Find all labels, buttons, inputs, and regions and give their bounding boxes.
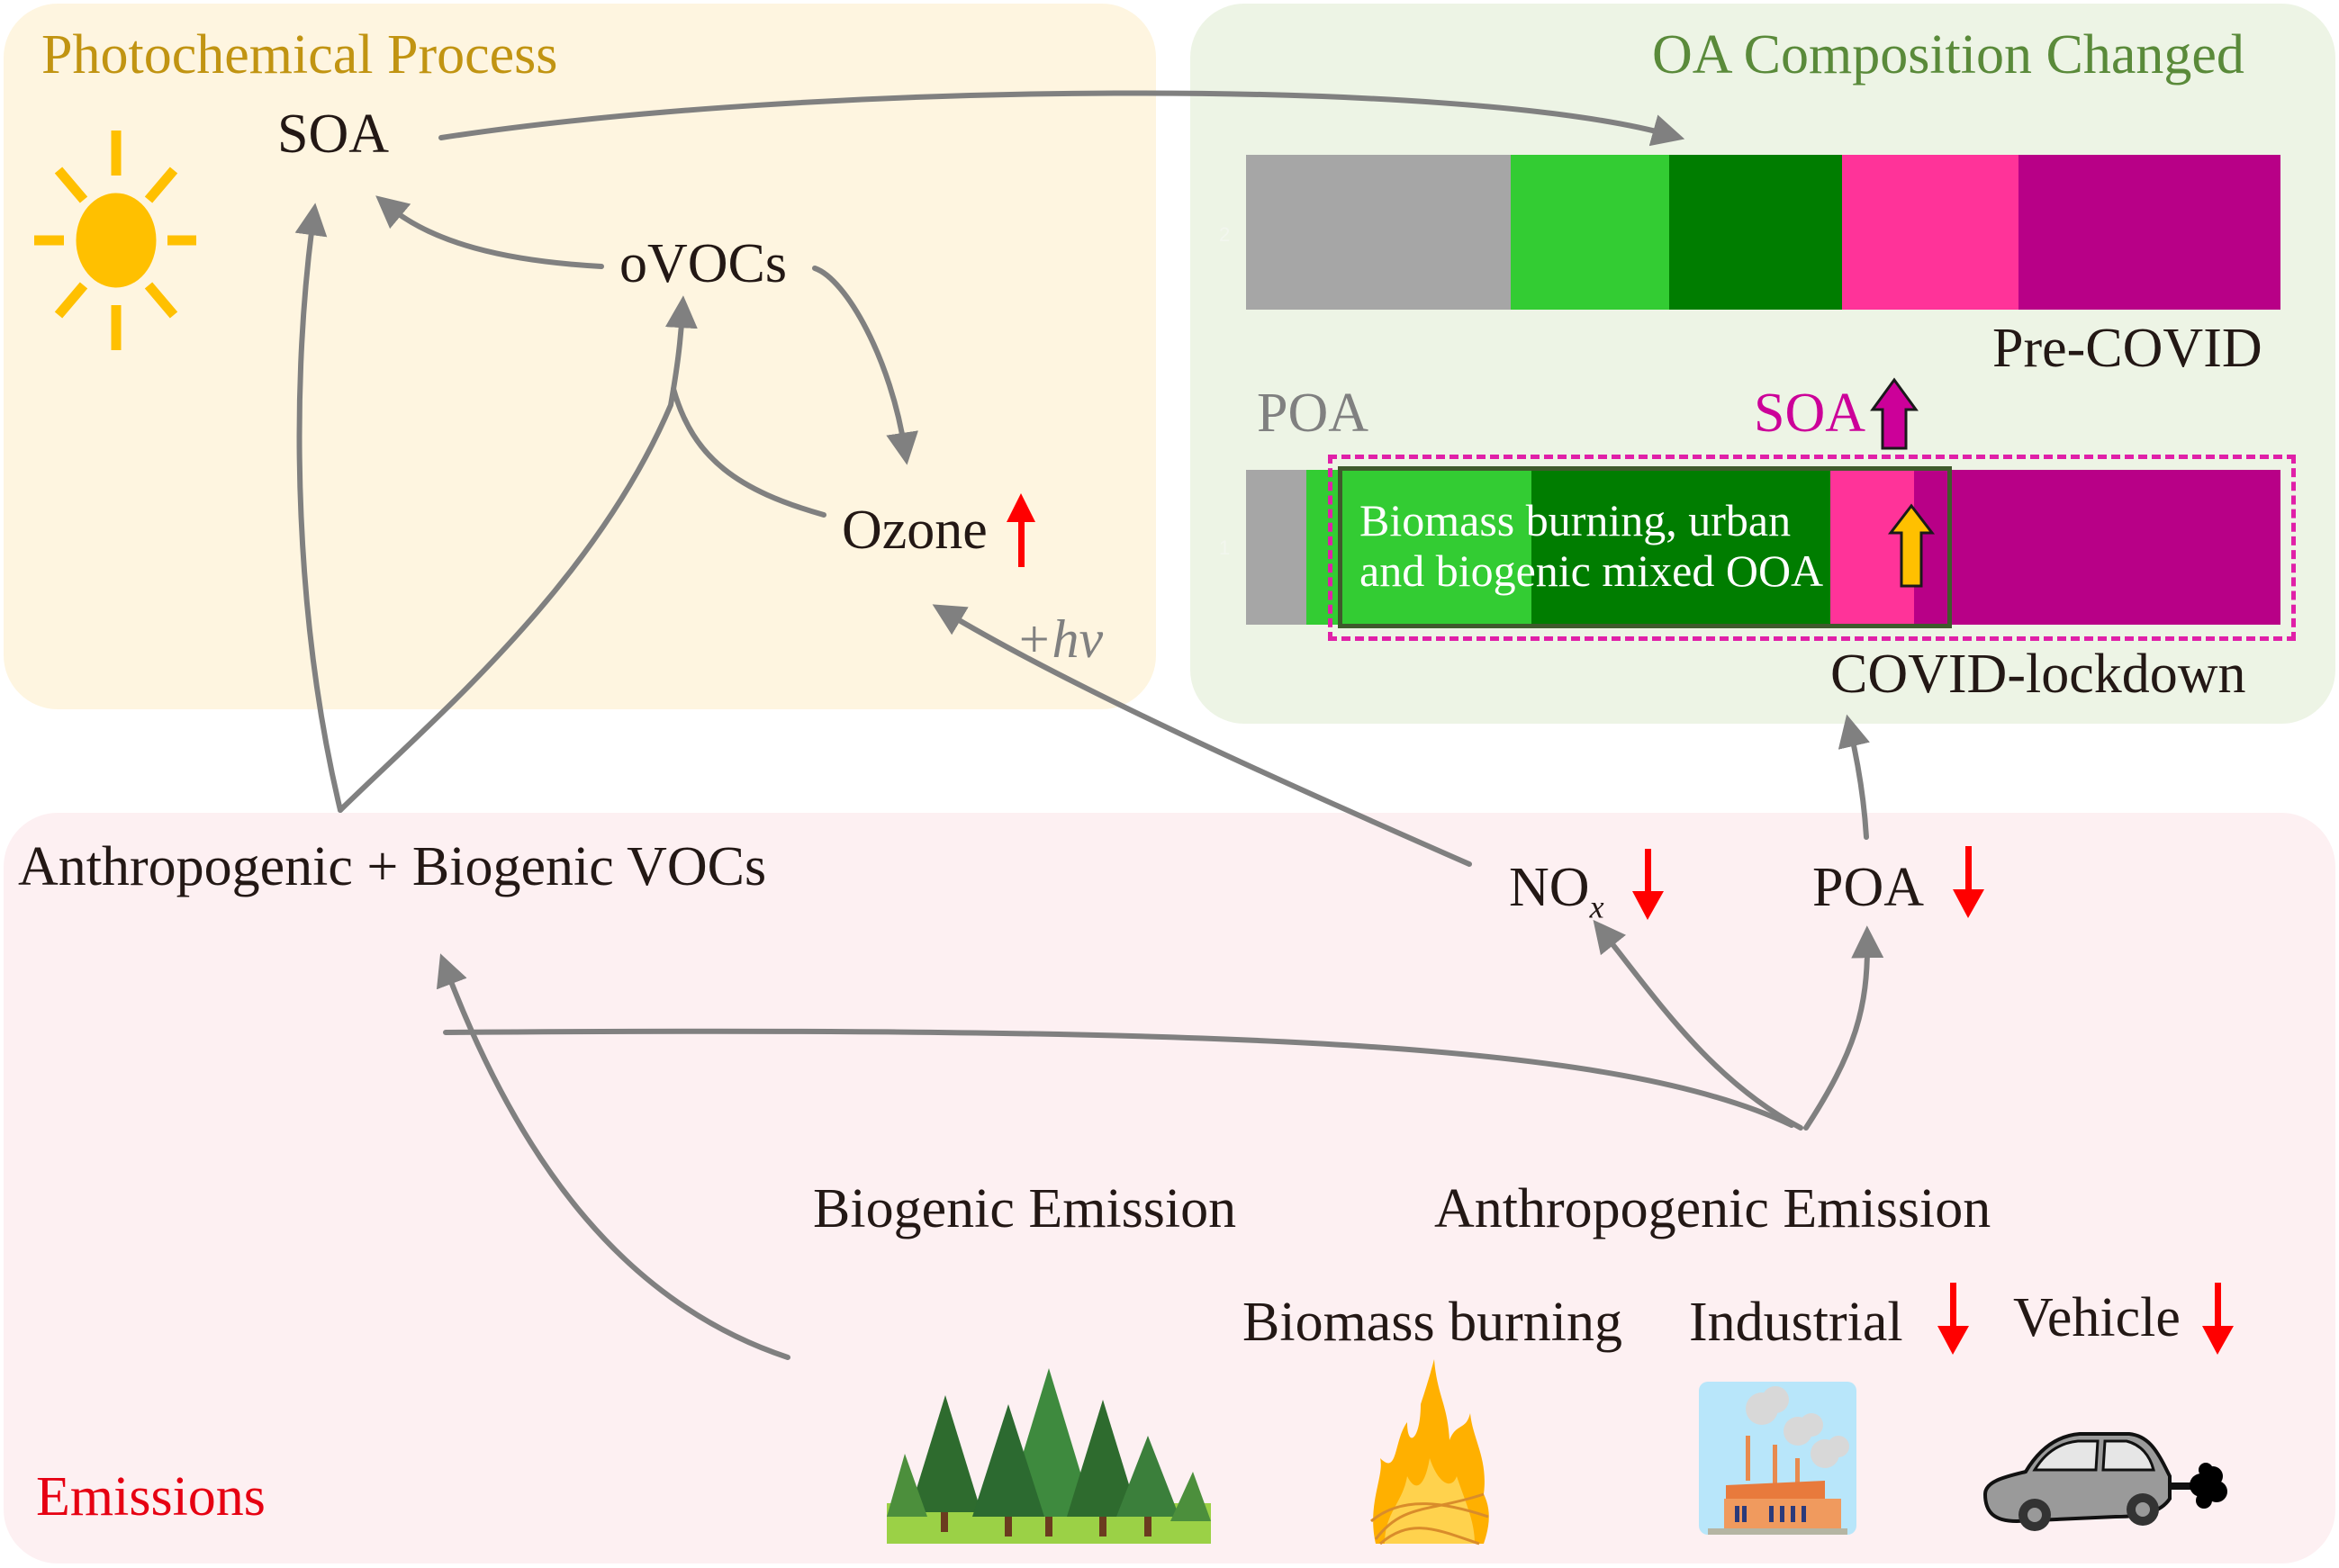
ooa-annotation-line2: and biogenic mixed OOA xyxy=(1359,545,1824,596)
soa-dashed-outline xyxy=(1328,455,2296,641)
photochemical-process-panel xyxy=(4,4,1156,709)
covid-lockdown-label: COVID-lockdown xyxy=(1830,644,2246,705)
hv-label: +hv xyxy=(1016,609,1104,669)
ovocs-node: oVOCs xyxy=(619,233,788,294)
source-industrial-label: Industrial xyxy=(1689,1292,1903,1353)
pre-covid-composition-bar xyxy=(1246,155,2280,310)
bar-index-lockdown: 1 xyxy=(1219,536,1231,559)
fire-icon xyxy=(1370,1359,1489,1545)
emissions-title: Emissions xyxy=(36,1466,266,1527)
soa-legend-label: SOA xyxy=(1754,383,1866,444)
ooa-annotation: Biomass burning, urban and biogenic mixe… xyxy=(1359,495,1823,596)
vocs-node: Anthropogenic + Biogenic VOCs xyxy=(18,836,767,897)
bar-segment-poa xyxy=(1246,155,1512,310)
bar-segment-ooa-light-green xyxy=(1305,470,1532,625)
soa-node: SOA xyxy=(277,104,390,165)
anthropogenic-emission-label: Anthropogenic Emission xyxy=(1434,1178,1991,1239)
bar-segment-poa xyxy=(1246,470,1306,625)
nox-node: NOx xyxy=(1509,860,1604,923)
factory-icon xyxy=(1699,1382,1856,1535)
sun-icon xyxy=(34,131,196,350)
bar-segment-ooa-light-green xyxy=(1511,155,1669,310)
bar-segment-soa-purple xyxy=(2018,155,2280,310)
nox-subscript: x xyxy=(1589,888,1604,925)
ooa-annotation-line1: Biomass burning, urban xyxy=(1359,495,1792,545)
pre-covid-label: Pre-COVID xyxy=(1992,318,2262,379)
source-biomass-label: Biomass burning xyxy=(1242,1292,1622,1353)
ozone-node: Ozone xyxy=(842,500,988,561)
oa-composition-title: OA Composition Changed xyxy=(1652,24,2244,86)
bar-segment-ooa-dark-green xyxy=(1668,155,1842,310)
bar-segment-soa-purple xyxy=(1914,470,2280,625)
bar-index-pre: 2 xyxy=(1219,223,1231,246)
poa-legend-label: POA xyxy=(1257,383,1369,444)
source-vehicle-label: Vehicle xyxy=(2013,1287,2181,1348)
photochemical-process-title: Photochemical Process xyxy=(41,24,558,86)
ooa-highlight-box xyxy=(1338,466,1952,628)
car-icon xyxy=(1982,1432,2227,1531)
forest-icon xyxy=(887,1368,1211,1544)
bar-segment-ooa-dark-green xyxy=(1531,470,1831,625)
nox-label: NO xyxy=(1509,857,1590,918)
lockdown-composition-bar xyxy=(1246,470,2280,625)
poa-node: POA xyxy=(1812,857,1925,918)
bar-segment-soa-pink xyxy=(1841,155,2019,310)
emissions-panel xyxy=(4,813,2335,1563)
biogenic-emission-label: Biogenic Emission xyxy=(813,1178,1237,1239)
